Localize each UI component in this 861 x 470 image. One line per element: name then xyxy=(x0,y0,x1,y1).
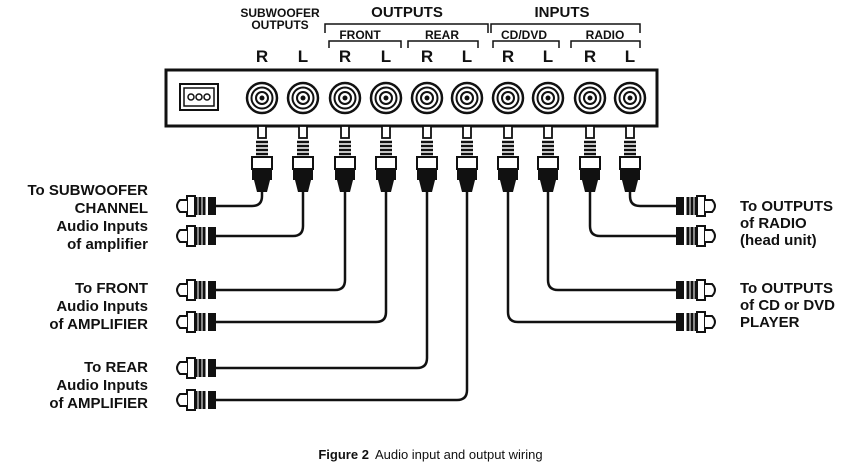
right-cable-ends xyxy=(674,194,717,334)
label-line: To REAR xyxy=(84,359,148,376)
rca-plug-end-icon xyxy=(177,312,216,332)
rca-plug-icon xyxy=(291,124,315,194)
rca-plug-icon xyxy=(415,124,439,194)
rca-plug-icon xyxy=(496,124,520,194)
left-cable-ends xyxy=(177,196,216,410)
rca-jack-icon xyxy=(531,81,565,115)
label-line: Audio Inputs xyxy=(56,298,148,315)
channel-letter: L xyxy=(381,47,391,66)
rca-jack-icon xyxy=(573,81,607,115)
rca-jack-icon xyxy=(328,81,362,115)
rca-plug-end-icon xyxy=(177,196,216,216)
rca-jack-icon xyxy=(245,81,279,115)
label-line: of RADIO xyxy=(740,215,807,232)
rca-plug-icon xyxy=(578,124,602,194)
rca-jack-icon xyxy=(410,81,444,115)
rca-plug-end-icon xyxy=(674,224,717,248)
rca-jack-icon xyxy=(450,81,484,115)
rca-plug-end-icon xyxy=(674,310,717,334)
label-line: To OUTPUTS xyxy=(740,198,833,215)
rca-plug-end-icon xyxy=(177,358,216,378)
outputs-header: OUTPUTS xyxy=(371,4,443,21)
rca-plugs xyxy=(250,124,642,194)
subwoofer-header-line1: SUBWOOFER xyxy=(240,6,320,20)
label-line: of amplifier xyxy=(67,236,148,253)
label-line: To SUBWOOFER xyxy=(27,182,148,199)
rca-plug-icon xyxy=(536,124,560,194)
label-line: of AMPLIFIER xyxy=(49,395,148,412)
rca-plug-icon xyxy=(455,124,479,194)
channel-letter: R xyxy=(256,47,268,66)
channel-letter: L xyxy=(625,47,635,66)
label-line: of AMPLIFIER xyxy=(49,316,148,333)
label-line: (head unit) xyxy=(740,232,817,249)
channel-letter: L xyxy=(462,47,472,66)
figure-caption-text: Audio input and output wiring xyxy=(374,447,543,462)
subwoofer-destination-label: To SUBWOOFER CHANNEL Audio Inputs of amp… xyxy=(27,182,148,253)
rca-jack-icon xyxy=(286,81,320,115)
rca-plug-end-icon xyxy=(177,226,216,246)
channel-letter: L xyxy=(298,47,308,66)
label-line: To OUTPUTS xyxy=(740,280,833,297)
rca-plug-icon xyxy=(374,124,398,194)
channel-letters: R L R L R L R L R L xyxy=(256,47,635,66)
rca-plug-end-icon xyxy=(177,390,216,410)
rca-plug-end-icon xyxy=(177,280,216,300)
radio-header: RADIO xyxy=(586,28,625,42)
figure-number: Figure 2 xyxy=(318,447,369,462)
rca-plug-end-icon xyxy=(674,194,717,218)
label-line: CHANNEL xyxy=(75,200,148,217)
connector-block-icon xyxy=(179,83,219,111)
rca-jack-icon xyxy=(369,81,403,115)
channel-letter: R xyxy=(339,47,351,66)
header-brackets xyxy=(324,23,641,48)
rca-plug-icon xyxy=(250,124,274,194)
channel-letter: R xyxy=(502,47,514,66)
rear-header: REAR xyxy=(425,28,459,42)
channel-letter: R xyxy=(584,47,596,66)
label-line: To FRONT xyxy=(75,280,148,297)
rear-destination-label: To REAR Audio Inputs of AMPLIFIER xyxy=(49,359,148,412)
cables xyxy=(216,192,676,402)
label-line: PLAYER xyxy=(740,314,800,331)
cd-dvd-header: CD/DVD xyxy=(501,28,547,42)
rca-plug-icon xyxy=(618,124,642,194)
label-line: Audio Inputs xyxy=(56,377,148,394)
radio-source-label: To OUTPUTS of RADIO (head unit) xyxy=(740,198,833,249)
front-header: FRONT xyxy=(339,28,381,42)
rca-plug-icon xyxy=(333,124,357,194)
front-destination-label: To FRONT Audio Inputs of AMPLIFIER xyxy=(49,280,148,333)
rca-jack-icon xyxy=(491,81,525,115)
rca-plug-end-icon xyxy=(674,278,717,302)
cd-source-label: To OUTPUTS of CD or DVD PLAYER xyxy=(740,280,835,331)
rca-jack-icon xyxy=(613,81,647,115)
label-line: Audio Inputs xyxy=(56,218,148,235)
channel-letter: R xyxy=(421,47,433,66)
figure-caption: Figure 2 Audio input and output wiring xyxy=(0,447,861,462)
inputs-header: INPUTS xyxy=(534,4,589,21)
channel-letter: L xyxy=(543,47,553,66)
subwoofer-header-line2: OUTPUTS xyxy=(251,18,308,32)
label-line: of CD or DVD xyxy=(740,297,835,314)
